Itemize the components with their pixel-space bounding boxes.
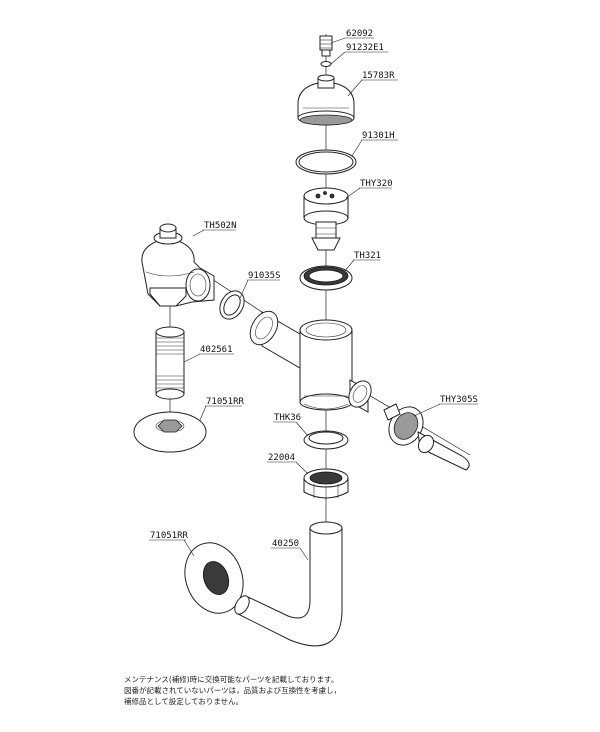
part-15783r — [297, 74, 355, 126]
part-label-th502n: TH502N — [203, 221, 237, 231]
note-line-1: メンテナンス(補修)時に交換可能なパーツを記載しております。 — [124, 675, 339, 684]
svg-text:40250: 40250 — [272, 539, 299, 549]
part-22004 — [303, 468, 349, 500]
svg-text:402561: 402561 — [200, 345, 233, 355]
part-label-th321: TH321 — [353, 251, 381, 261]
part-thy320 — [303, 187, 349, 251]
part-71051rr-upper — [133, 411, 207, 453]
part-91232e1 — [320, 61, 332, 67]
part-label-71051rr-upper: 71051RR — [205, 397, 245, 407]
note-line-3: 補修品として設定しておりません。 — [124, 697, 244, 706]
svg-text:15783R: 15783R — [362, 71, 395, 81]
svg-text:TH502N: TH502N — [204, 221, 237, 231]
svg-text:THY320: THY320 — [360, 179, 393, 189]
part-th502n — [141, 223, 215, 307]
part-label-402561: 402561 — [199, 345, 234, 355]
svg-text:91035S: 91035S — [248, 271, 281, 281]
svg-text:22004: 22004 — [268, 453, 295, 463]
svg-text:91301H: 91301H — [362, 131, 395, 141]
part-thy305s — [383, 403, 470, 471]
part-label-91035s: 91035S — [247, 271, 281, 281]
svg-text:TH321: TH321 — [354, 251, 381, 261]
part-402561 — [155, 326, 185, 400]
part-label-22004: 22004 — [267, 453, 296, 463]
part-label-40250: 40250 — [271, 539, 300, 549]
part-62092 — [319, 35, 333, 57]
svg-text:THK36: THK36 — [274, 413, 301, 423]
maintenance-note: メンテナンス(補修)時に交換可能なパーツを記載しております。 図番が記載されてい… — [124, 674, 341, 707]
svg-text:62092: 62092 — [346, 29, 373, 39]
note-line-2: 図番が記載されていないパーツは，品質および互換性を考慮し， — [124, 686, 342, 695]
part-thk36 — [303, 430, 349, 450]
part-91301h — [295, 149, 357, 175]
svg-text:71051RR: 71051RR — [150, 531, 189, 541]
part-label-15783r: 15783R — [361, 71, 398, 81]
part-label-thy305s: THY305S — [439, 395, 478, 405]
leader-lines — [183, 37, 441, 561]
part-label-62092: 62092 — [345, 29, 374, 39]
part-label-71051rr-lower: 71051RR — [149, 531, 189, 541]
svg-text:THY305S: THY305S — [440, 395, 478, 405]
part-main-valve-body — [249, 310, 372, 413]
part-label-thy320: THY320 — [359, 179, 393, 189]
svg-text:91232E1: 91232E1 — [346, 43, 384, 53]
part-label-91301h: 91301H — [361, 131, 398, 141]
part-label-91232e1: 91232E1 — [345, 43, 388, 53]
svg-text:71051RR: 71051RR — [206, 397, 245, 407]
part-40250 — [234, 521, 343, 647]
part-91035s — [219, 290, 245, 320]
part-th321 — [299, 265, 353, 291]
part-71051rr-lower — [184, 542, 244, 614]
part-label-thk36: THK36 — [273, 413, 301, 423]
